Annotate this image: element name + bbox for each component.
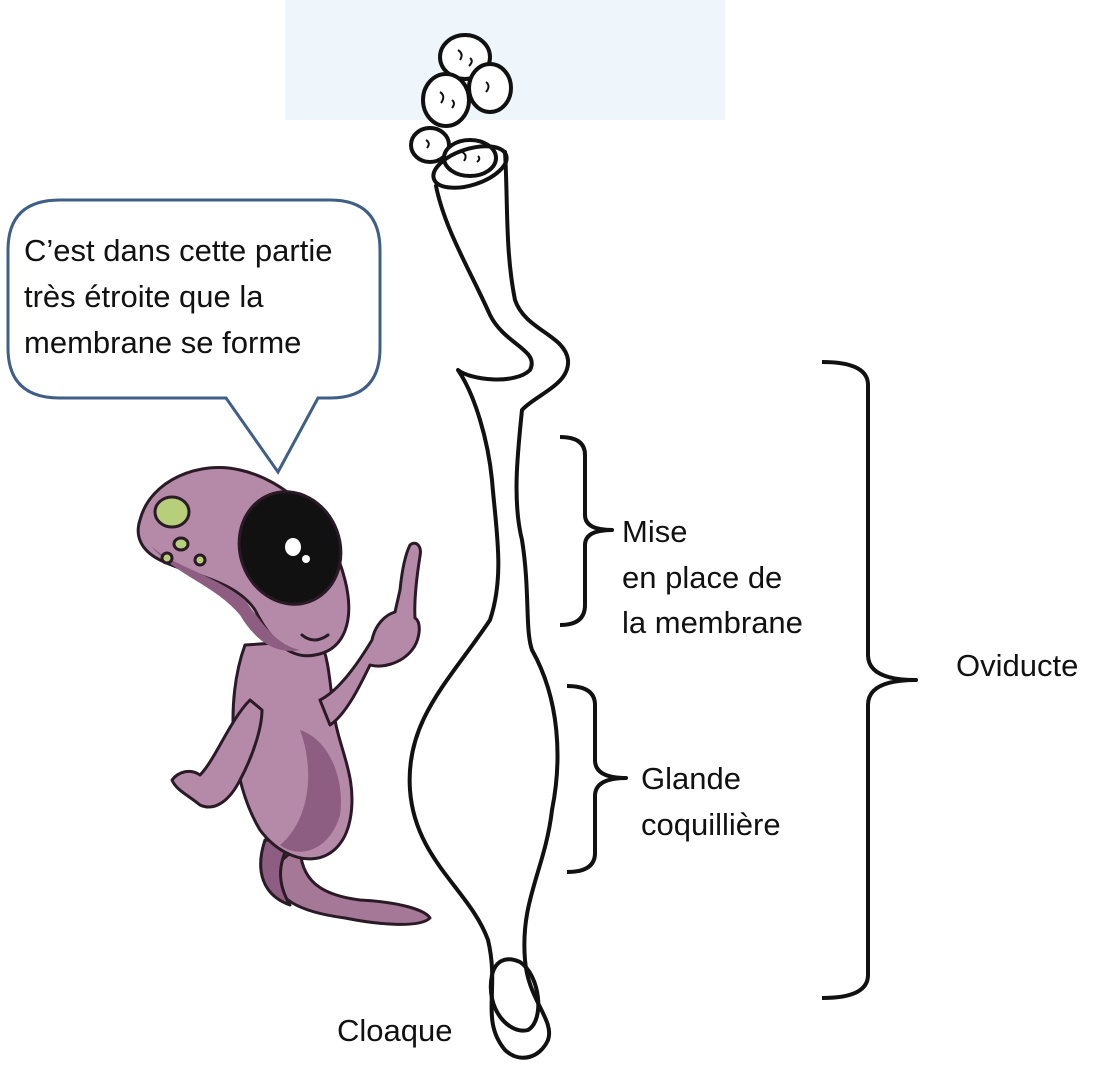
ovum [467, 62, 513, 114]
alien-eye-highlight [302, 555, 310, 563]
label-cloaca: Cloaque [337, 1013, 453, 1048]
speech-bubble [6, 198, 382, 475]
ovum [421, 72, 471, 128]
speech-bubble-line: C’est dans cette partie [24, 233, 333, 268]
label-membrane-line1: Mise [622, 514, 688, 549]
alien-left-arm [170, 698, 264, 809]
ova-cluster [409, 33, 513, 178]
alien-smile [300, 633, 330, 642]
label-shell-gland-line1: Glande [641, 761, 741, 796]
alien-belly-shade [280, 730, 341, 852]
oviduct-tube [407, 144, 571, 1060]
alien-spot [153, 495, 191, 529]
tube-right-wall [503, 150, 571, 1042]
alien-character [136, 465, 432, 926]
alien-head-shade [150, 545, 300, 651]
label-oviduct: Oviducte [956, 648, 1079, 683]
bracket-shell-gland [566, 684, 628, 874]
alien-spot [172, 536, 190, 552]
speech-bubble-line: membrane se forme [24, 325, 302, 360]
alien-spot [160, 551, 174, 565]
alien-spot [193, 553, 207, 567]
bracket-membrane [559, 435, 614, 627]
cloaca-loop [488, 957, 541, 1033]
label-membrane-line3: la membrane [622, 605, 803, 640]
speech-bubble-text: C’est dans cette partie très étroite que… [24, 228, 374, 366]
alien-foot [268, 843, 432, 926]
label-membrane-line2: en place de [622, 560, 783, 595]
brackets [559, 360, 918, 1000]
bracket-oviduct [821, 360, 918, 1000]
alien-right-arm [318, 541, 422, 727]
alien-foot [259, 838, 292, 907]
speech-bubble-line: très étroite que la [24, 279, 264, 314]
label-shell-gland-line2: coquillière [641, 807, 781, 842]
alien-eye-highlight [285, 538, 301, 556]
